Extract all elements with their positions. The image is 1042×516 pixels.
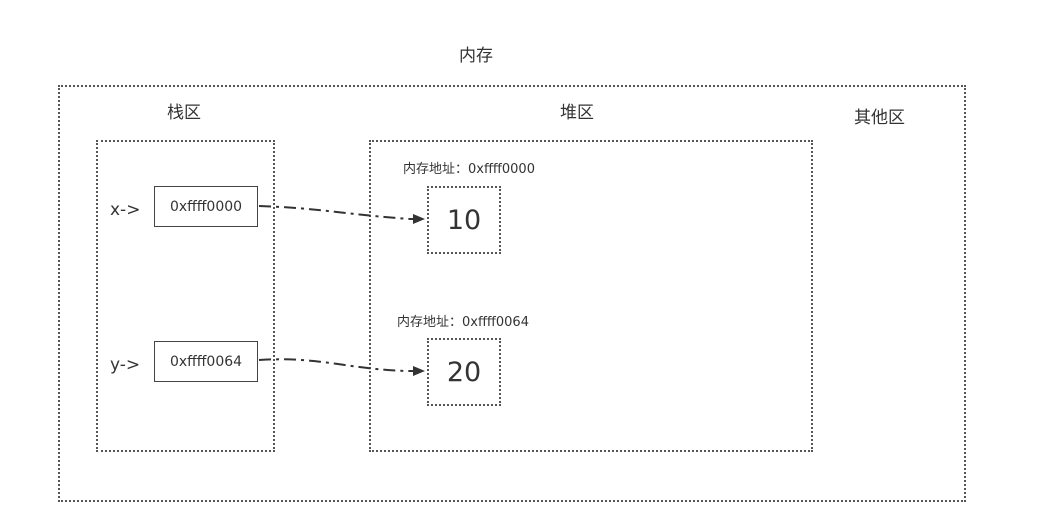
- heap-region: [369, 140, 813, 452]
- other-area-label: 其他区: [854, 108, 905, 128]
- heap-title: 堆区: [560, 103, 594, 123]
- memory-region: [58, 85, 966, 502]
- stack-region: [96, 140, 275, 452]
- stack-var-x-label: x->: [110, 200, 141, 220]
- stack-var-y-label: y->: [110, 355, 141, 375]
- heap-cell-1-address: 内存地址：0xffff0000: [403, 162, 535, 177]
- stack-title: 栈区: [167, 103, 201, 123]
- heap-cell-2-address: 内存地址：0xffff0064: [397, 315, 529, 330]
- stack-var-y-pointer: 0xffff0064: [154, 341, 258, 382]
- memory-title: 内存: [459, 46, 493, 66]
- stack-var-x-pointer: 0xffff0000: [154, 186, 258, 227]
- heap-cell-1-value: 10: [427, 186, 501, 254]
- heap-cell-2-value: 20: [427, 338, 501, 406]
